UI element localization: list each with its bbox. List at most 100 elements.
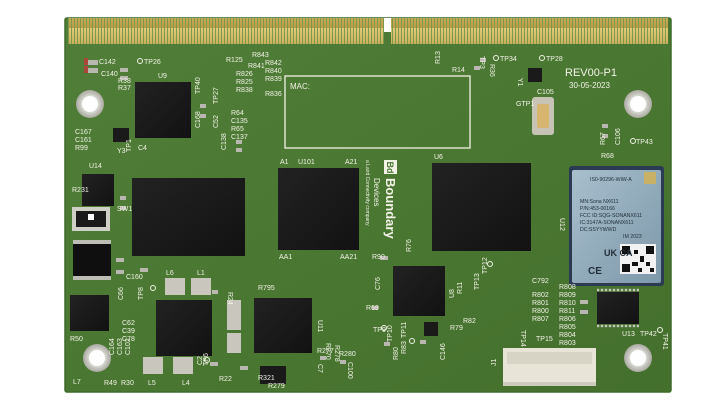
label-c160: C160: [126, 274, 143, 281]
label-r38: R38: [118, 78, 131, 85]
label-r37: R37: [118, 85, 131, 92]
label-u6: U6: [434, 154, 443, 161]
wireless-module: IS0-90296-WiW-A MN:Sona NX611 P/N:453-00…: [569, 166, 664, 286]
label-c163: C163: [117, 338, 124, 355]
label-tp9: TP9: [373, 327, 386, 334]
label-r842: R842: [265, 60, 282, 67]
label-u12: U12: [558, 218, 565, 231]
label-r804: R804: [559, 332, 576, 339]
label-tp8: TP8: [138, 287, 145, 300]
label-c142: C142: [99, 59, 116, 66]
label-r14: R14: [452, 67, 465, 74]
label-r803: R803: [559, 340, 576, 347]
label-c161: C161: [75, 137, 92, 144]
module-line2: MN:Sona NX611: [580, 199, 619, 205]
label-r270: R270: [324, 343, 331, 360]
label-r83: R83: [401, 341, 408, 354]
label-r840: R840: [265, 68, 282, 75]
label-a1: A1: [280, 159, 289, 166]
switch-sw1: [72, 207, 110, 231]
label-r839: R839: [265, 76, 282, 83]
chip-large-ram: [132, 178, 245, 256]
label-r838: R838: [236, 87, 253, 94]
label-r125: R125: [226, 57, 243, 64]
label-l4: L4: [182, 380, 190, 387]
silkscreen: C142 TP26 C140 R38 R37 U9 R125 R843 R841…: [70, 51, 668, 390]
chip-dark-small: [73, 240, 111, 280]
label-r278: R278: [333, 345, 340, 362]
label-r807: R807: [532, 316, 549, 323]
label-r76: R76: [406, 239, 413, 252]
label-c792: C792: [532, 278, 549, 285]
label-tp40: TP40: [195, 77, 202, 94]
module-line6: DC:SSYYWWD: [580, 227, 617, 233]
module-ce: CE: [588, 266, 602, 277]
test-points: [137, 55, 663, 363]
label-c135: C135: [231, 118, 248, 125]
module-line4: FCC ID:SQG-SONANX611: [580, 213, 642, 219]
mac-label: MAC:: [290, 82, 310, 91]
label-r841: R841: [248, 63, 265, 70]
label-r825: R825: [236, 79, 253, 86]
label-r90: R90: [372, 254, 385, 261]
label-r24: R24: [226, 292, 233, 305]
label-r231: R231: [72, 187, 89, 194]
edge-connector-fingers: [68, 18, 668, 44]
label-a21: A21: [345, 159, 358, 166]
label-u13: U13: [622, 331, 635, 338]
label-c140: C140: [101, 71, 118, 78]
label-tp13: TP13: [474, 273, 481, 290]
label-tp15: TP15: [536, 336, 553, 343]
chip-u8: [393, 266, 445, 316]
label-r79: R79: [450, 325, 463, 332]
label-c168: C168: [195, 111, 202, 128]
label-r843: R843: [252, 52, 269, 59]
module-ukca: UK CA: [604, 248, 633, 258]
label-r277: R277: [317, 348, 334, 355]
label-c39: C39: [122, 328, 135, 335]
label-r800: R800: [532, 308, 549, 315]
label-l5: L5: [148, 380, 156, 387]
label-r810: R810: [559, 300, 576, 307]
label-tp41: TP41: [661, 333, 668, 350]
board-date: 30-05-2023: [569, 81, 610, 90]
label-r811: R811: [559, 308, 575, 315]
label-c105: C105: [537, 89, 554, 96]
capacitors-red: [84, 58, 88, 73]
label-r805: R805: [559, 324, 576, 331]
label-aa21: AA21: [340, 254, 357, 261]
label-r36: R36: [488, 64, 495, 77]
label-c2: C2: [197, 356, 204, 365]
label-r795: R795: [258, 285, 275, 292]
mac-label-box: MAC:: [284, 75, 471, 149]
chip-u13: [597, 288, 639, 328]
brand-name: Boundary: [383, 178, 398, 239]
label-c76: C76: [375, 277, 382, 290]
label-u11: U11: [316, 320, 323, 332]
label-r279: R279: [268, 383, 285, 390]
label-tp12: TP12: [482, 257, 489, 274]
label-c146: C146: [440, 343, 447, 360]
label-r68: R68: [601, 153, 614, 160]
label-gtp1: GTP1: [516, 101, 534, 108]
label-l7: L7: [73, 379, 81, 386]
label-tp42: TP42: [640, 331, 657, 338]
label-r13: R13: [435, 51, 442, 64]
module-line5: IC:3147A-SONANX611: [580, 220, 634, 226]
connector-j1: [503, 348, 596, 386]
brand-logo: Bd Boundary Devices a Laird Connectivity…: [364, 160, 398, 239]
chip-u14: [82, 174, 114, 206]
mounting-hole: [76, 90, 652, 372]
chip-pmic: [70, 295, 109, 331]
label-r808: R808: [559, 284, 576, 291]
label-l6: L6: [166, 270, 174, 277]
label-r64: R64: [231, 110, 244, 117]
chip-power-2: [254, 298, 312, 353]
label-r801: R801: [532, 300, 549, 307]
module-line7: IM 2023: [623, 234, 642, 240]
label-y1: Y1: [516, 78, 523, 87]
label-c78: C78: [122, 336, 135, 343]
label-c66: C66: [118, 287, 125, 300]
label-r49: R49: [104, 380, 117, 387]
